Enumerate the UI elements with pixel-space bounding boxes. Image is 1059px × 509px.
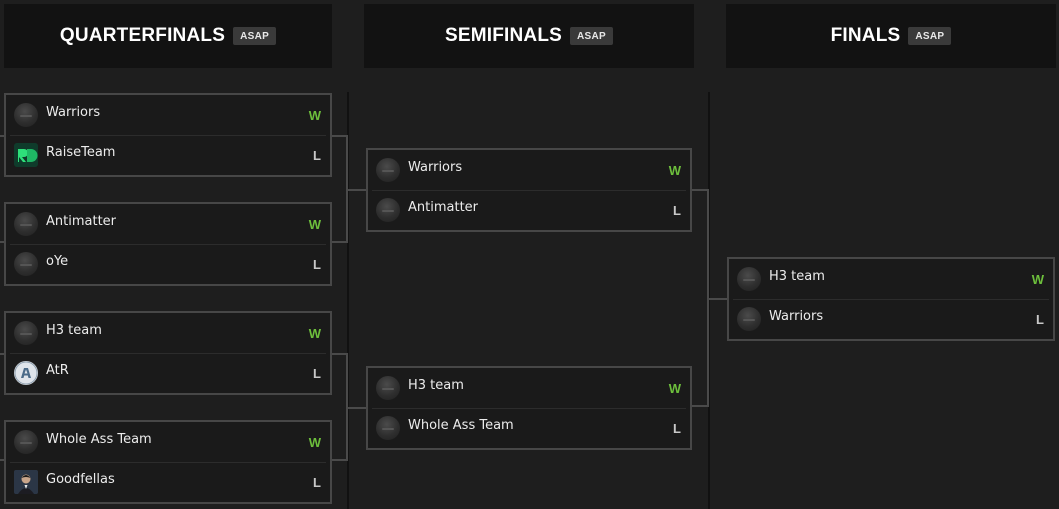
default-team-icon xyxy=(14,212,38,236)
row-divider xyxy=(372,408,686,409)
match-card-semifinal-1[interactable]: Warriors W Antimatter L xyxy=(366,148,692,232)
default-team-icon xyxy=(14,430,38,454)
team-row[interactable]: H3 team W xyxy=(729,259,1053,299)
round-title: QUARTERFINALS xyxy=(59,25,226,46)
row-divider xyxy=(10,135,326,136)
team-row[interactable]: Warriors L xyxy=(729,299,1053,339)
column-divider xyxy=(347,92,349,509)
win-indicator: W xyxy=(308,108,321,123)
team-row[interactable]: AtR L xyxy=(6,353,330,393)
team-name: Antimatter xyxy=(46,214,117,229)
team-name: Antimatter xyxy=(408,200,479,215)
default-team-icon xyxy=(737,267,761,291)
team-row[interactable]: Whole Ass Team L xyxy=(368,408,690,448)
team-name: Whole Ass Team xyxy=(46,432,152,447)
match-card-quarterfinal-3[interactable]: H3 team W AtR L xyxy=(4,311,332,395)
team-name: oYe xyxy=(46,254,69,269)
win-indicator: W xyxy=(668,163,681,178)
team-name: H3 team xyxy=(769,269,825,284)
team-name: AtR xyxy=(46,363,69,378)
round-title: SEMIFINALS xyxy=(444,25,563,46)
match-card-final[interactable]: H3 team W Warriors L xyxy=(727,257,1055,341)
win-indicator: W xyxy=(1031,272,1044,287)
raiseteam-logo-icon xyxy=(14,143,38,167)
bracket-connector xyxy=(348,189,366,191)
team-name: Warriors xyxy=(769,309,824,324)
match-card-semifinal-2[interactable]: H3 team W Whole Ass Team L xyxy=(366,366,692,450)
bracket-connector xyxy=(332,353,348,461)
round-title: FINALS xyxy=(830,25,901,46)
row-divider xyxy=(10,353,326,354)
row-divider xyxy=(372,190,686,191)
win-indicator: W xyxy=(668,381,681,396)
default-team-icon xyxy=(376,198,400,222)
match-card-quarterfinal-4[interactable]: Whole Ass Team W Goodfellas L xyxy=(4,420,332,504)
win-indicator: W xyxy=(308,217,321,232)
loss-indicator: L xyxy=(1036,312,1044,327)
bracket-connector xyxy=(692,189,709,407)
team-name: Warriors xyxy=(46,105,101,120)
loss-indicator: L xyxy=(313,148,321,163)
round-schedule-badge: ASAP xyxy=(233,27,277,45)
team-row[interactable]: Whole Ass Team W xyxy=(6,422,330,462)
team-row[interactable]: Goodfellas L xyxy=(6,462,330,502)
bracket-connector xyxy=(709,298,727,300)
loss-indicator: L xyxy=(313,366,321,381)
match-card-quarterfinal-2[interactable]: Antimatter W oYe L xyxy=(4,202,332,286)
bracket-connector xyxy=(0,353,4,461)
default-team-icon xyxy=(737,307,761,331)
team-name: H3 team xyxy=(408,378,464,393)
bracket-connector xyxy=(332,135,348,243)
column-divider xyxy=(708,92,710,509)
round-schedule-badge: ASAP xyxy=(908,27,952,45)
loss-indicator: L xyxy=(313,475,321,490)
default-team-icon xyxy=(14,252,38,276)
team-name: H3 team xyxy=(46,323,102,338)
default-team-icon xyxy=(14,321,38,345)
round-header-semifinals: SEMIFINALS ASAP xyxy=(364,4,694,68)
team-name: RaiseTeam xyxy=(46,145,116,160)
row-divider xyxy=(10,244,326,245)
default-team-icon xyxy=(376,158,400,182)
round-schedule-badge: ASAP xyxy=(570,27,614,45)
team-row[interactable]: Warriors W xyxy=(6,95,330,135)
default-team-icon xyxy=(14,103,38,127)
row-divider xyxy=(10,462,326,463)
bracket-connector xyxy=(0,135,4,243)
team-row[interactable]: H3 team W xyxy=(368,368,690,408)
loss-indicator: L xyxy=(673,203,681,218)
default-team-icon xyxy=(376,416,400,440)
match-card-quarterfinal-1[interactable]: Warriors W RaiseTeam L xyxy=(4,93,332,177)
round-header-quarterfinals: QUARTERFINALS ASAP xyxy=(4,4,332,68)
team-name: Warriors xyxy=(408,160,463,175)
atr-logo-icon xyxy=(14,361,38,385)
team-row[interactable]: H3 team W xyxy=(6,313,330,353)
team-row[interactable]: Antimatter W xyxy=(6,204,330,244)
loss-indicator: L xyxy=(673,421,681,436)
team-row[interactable]: Warriors W xyxy=(368,150,690,190)
win-indicator: W xyxy=(308,326,321,341)
team-name: Whole Ass Team xyxy=(408,418,514,433)
round-header-finals: FINALS ASAP xyxy=(726,4,1056,68)
loss-indicator: L xyxy=(313,257,321,272)
default-team-icon xyxy=(376,376,400,400)
team-row[interactable]: oYe L xyxy=(6,244,330,284)
team-row[interactable]: Antimatter L xyxy=(368,190,690,230)
row-divider xyxy=(733,299,1049,300)
team-row[interactable]: RaiseTeam L xyxy=(6,135,330,175)
bracket-connector xyxy=(348,407,366,409)
win-indicator: W xyxy=(308,435,321,450)
team-name: Goodfellas xyxy=(46,472,115,487)
goodfellas-logo-icon xyxy=(14,470,38,494)
